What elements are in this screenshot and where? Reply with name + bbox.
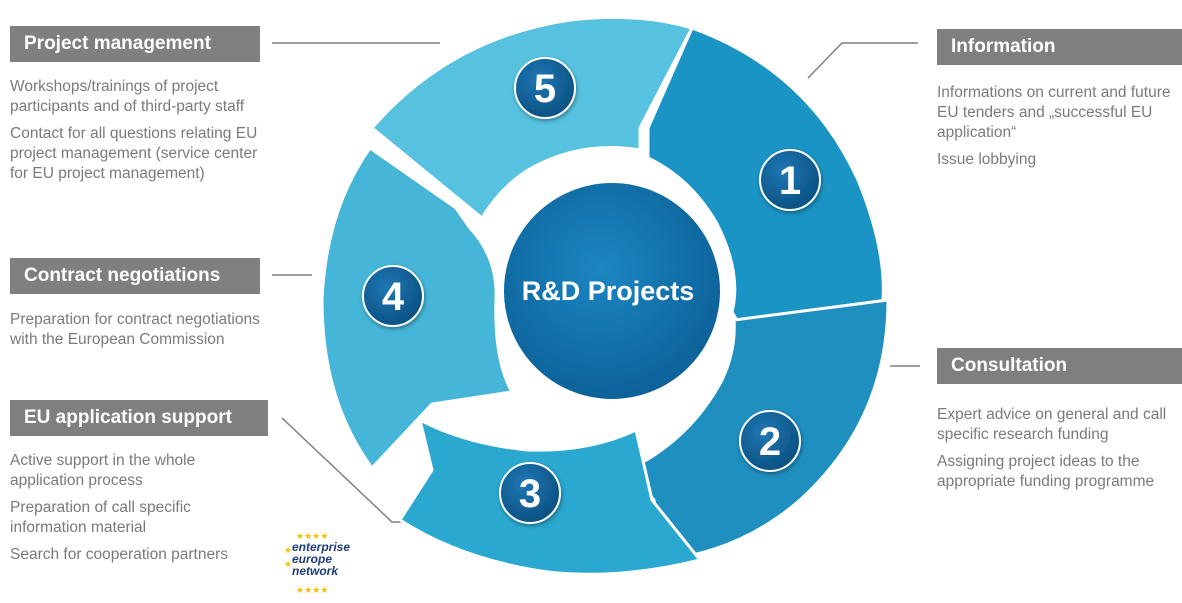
badge-1-number: 1	[779, 159, 801, 203]
project-management-item-1: Workshops/trainings of project participa…	[10, 78, 245, 115]
badge-4-number: 4	[382, 275, 405, 319]
center-label: R&D Projects	[522, 276, 695, 306]
consultation-title: Consultation	[937, 348, 1182, 384]
contract-negotiations-description: Preparation for contract negotiations wi…	[10, 310, 270, 357]
consultation-item-1: Expert advice on general and call specif…	[937, 406, 1167, 443]
eu-application-support-description: Active support in the whole application …	[10, 451, 270, 572]
center-circle-fill	[504, 183, 720, 399]
badge-1: 1	[759, 149, 821, 211]
svg-text:★★★★: ★★★★	[296, 586, 328, 596]
information-item-1: Informations on current and future EU te…	[937, 84, 1171, 141]
project-management-title: Project management	[10, 26, 260, 62]
eu-application-support-title: EU application support	[10, 400, 268, 436]
eu-application-support-item-1: Active support in the whole application …	[10, 452, 196, 489]
badge-2: 2	[739, 410, 801, 472]
badge-5: 5	[514, 57, 576, 119]
logo-line-1: enterprise	[292, 540, 351, 554]
information-description: Informations on current and future EU te…	[937, 83, 1177, 177]
badge-2-number: 2	[759, 420, 781, 464]
logo-line-2: europe	[292, 552, 333, 566]
eu-application-support-item-3: Search for cooperation partners	[10, 546, 228, 563]
badge-5-number: 5	[534, 67, 556, 111]
enterprise-europe-network-logo: ★★★★ ★ ★ ★★★★ enterprise europe network	[282, 527, 366, 599]
consultation-item-2: Assigning project ideas to the appropria…	[937, 453, 1155, 490]
project-management-item-2: Contact for all questions relating EU pr…	[10, 125, 258, 182]
connector-line-information	[807, 42, 918, 79]
project-management-description: Workshops/trainings of project participa…	[10, 77, 270, 191]
information-item-2: Issue lobbying	[937, 151, 1037, 168]
logo-line-3: network	[292, 564, 339, 578]
badge-3: 3	[499, 462, 561, 524]
svg-text:★: ★	[284, 560, 292, 570]
badge-3-number: 3	[519, 472, 541, 516]
contract-negotiations-title: Contract negotiations	[10, 258, 260, 294]
eu-stars-icon: ★★★★ ★ ★ ★★★★	[284, 532, 328, 596]
svg-text:★: ★	[284, 546, 292, 556]
cycle-segment-5	[369, 15, 695, 221]
badge-4: 4	[362, 265, 424, 327]
consultation-description: Expert advice on general and call specif…	[937, 405, 1177, 499]
information-title: Information	[937, 29, 1182, 65]
svg-text:★★★★: ★★★★	[296, 532, 328, 542]
contract-negotiations-item-1: Preparation for contract negotiations wi…	[10, 311, 260, 348]
eu-application-support-item-2: Preparation of call specific information…	[10, 499, 191, 536]
